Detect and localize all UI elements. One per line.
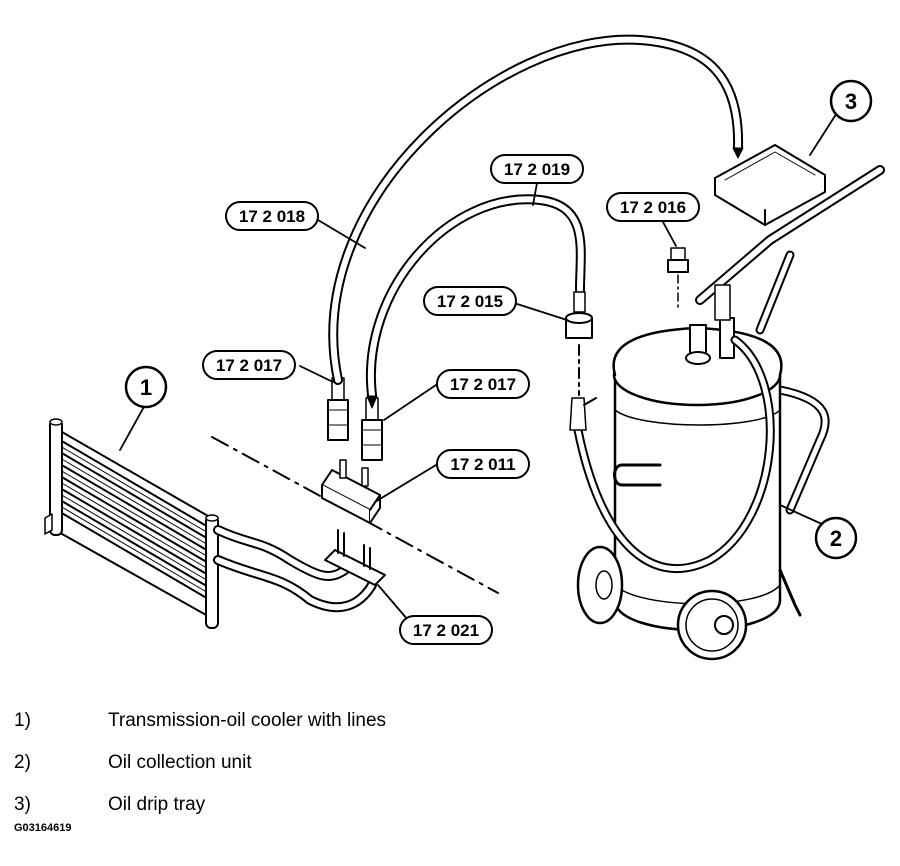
center-line — [211, 436, 499, 594]
legend-text: Transmission-oil cooler with lines — [108, 710, 387, 731]
legend-item: 1) Transmission-oil cooler with lines — [14, 700, 884, 742]
tool-label-172016: 17 2 016 — [606, 192, 700, 222]
legend-number: 2) — [14, 752, 31, 773]
callout-2: 2 — [814, 516, 858, 560]
tool-label-172018: 17 2 018 — [225, 201, 319, 231]
oil-collection-unit — [569, 165, 885, 661]
hoses — [328, 34, 744, 409]
callout-number: 2 — [830, 526, 842, 551]
tool-label-172017-left: 17 2 017 — [202, 350, 296, 380]
oil-drip-tray — [714, 144, 826, 226]
legend-text: Oil collection unit — [108, 752, 252, 773]
legend-number: 3) — [14, 794, 31, 815]
tool-label-text: 17 2 011 — [450, 455, 515, 474]
tool-label-text: 17 2 017 — [216, 356, 282, 375]
tool-label-172021: 17 2 021 — [399, 615, 493, 645]
tool-label-text: 17 2 021 — [413, 621, 479, 640]
leader-lines — [119, 107, 841, 621]
callout-3: 3 — [829, 79, 873, 123]
callout-1: 1 — [124, 365, 168, 409]
tool-label-text: 17 2 015 — [437, 292, 503, 311]
callout-number: 1 — [140, 375, 152, 400]
figure-id: G03164619 — [14, 822, 72, 834]
diagram: 17 2 018 17 2 019 17 2 016 17 2 015 17 2… — [44, 34, 885, 661]
tool-label-172011: 17 2 011 — [436, 449, 530, 479]
couplings — [327, 377, 383, 461]
callout-number: 3 — [845, 89, 857, 114]
tool-label-text: 17 2 019 — [504, 160, 570, 179]
legend-item: 3) Oil drip tray — [14, 784, 884, 826]
legend-number: 1) — [14, 710, 31, 731]
tool-label-172015: 17 2 015 — [423, 286, 517, 316]
legend: 1) Transmission-oil cooler with lines 2)… — [14, 700, 884, 826]
tool-label-text: 17 2 018 — [239, 207, 305, 226]
adapter-block — [321, 459, 381, 524]
tool-label-text: 17 2 017 — [450, 375, 516, 394]
oil-cooler — [44, 418, 386, 629]
tool-label-text: 17 2 016 — [620, 198, 686, 217]
legend-text: Oil drip tray — [108, 794, 206, 815]
tool-label-172017-right: 17 2 017 — [436, 369, 530, 399]
legend-item: 2) Oil collection unit — [14, 742, 884, 784]
tool-label-172019: 17 2 019 — [490, 154, 584, 184]
